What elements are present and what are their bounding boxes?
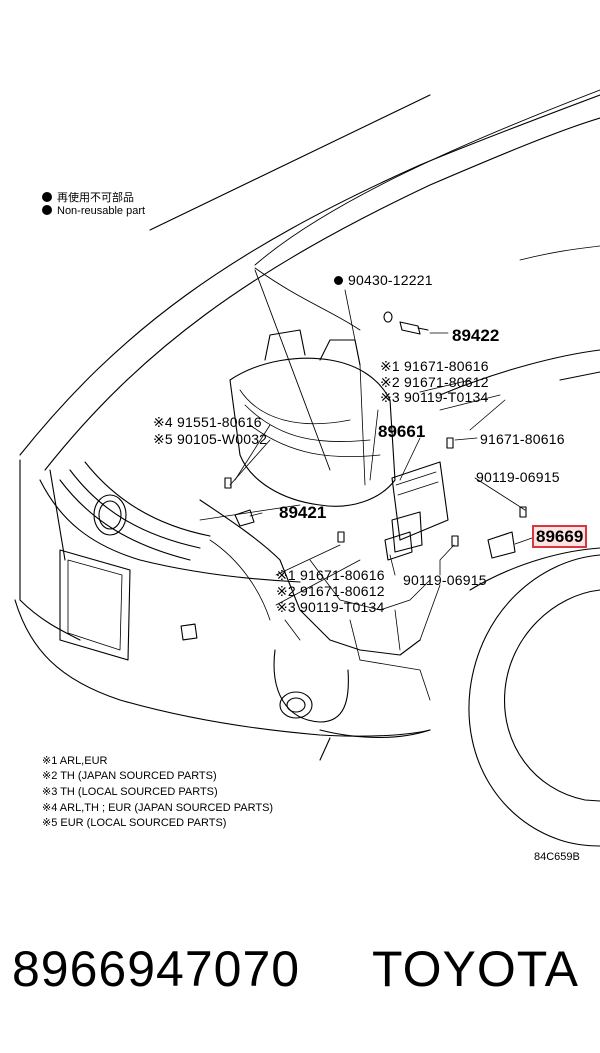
legend-line-2: Non-reusable part — [57, 205, 146, 217]
part-number: 8966947070 — [12, 941, 301, 997]
note-3: ※3 TH (LOCAL SOURCED PARTS) — [42, 786, 218, 798]
part-label-89661[interactable]: 89661 — [378, 422, 426, 441]
legend-non-reusable: Non-reusable part — [42, 205, 145, 217]
part-label-91671-80612-b[interactable]: ※2 91671-80612 — [276, 583, 385, 599]
part-label-90430[interactable]: 90430-12221 — [334, 272, 433, 288]
part-label-90119-06915-bottom[interactable]: 90119-06915 — [403, 572, 487, 588]
part-label-91551-80616[interactable]: ※4 91551-80616 — [153, 414, 262, 430]
part-label-90105-W0032[interactable]: ※5 90105-W0032 — [153, 431, 268, 447]
note-1: ※1 ARL,EUR — [42, 755, 108, 767]
part-label-91671-80616-b[interactable]: ※1 91671-80616 — [276, 567, 385, 583]
note-5: ※5 EUR (LOCAL SOURCED PARTS) — [42, 817, 227, 829]
bullet-icon — [42, 205, 52, 215]
diagram-code: 84C659B — [534, 851, 580, 863]
part-label-90119-06915-right[interactable]: 90119-06915 — [476, 469, 560, 485]
brand-name: TOYOTA — [372, 941, 579, 997]
part-label-90119-T0134-a[interactable]: ※3 90119-T0134 — [380, 389, 489, 405]
part-label-91671-80612-a[interactable]: ※2 91671-80612 — [380, 374, 489, 390]
part-label-89421[interactable]: 89421 — [279, 503, 327, 522]
note-4: ※4 ARL,TH ; EUR (JAPAN SOURCED PARTS) — [42, 802, 274, 814]
part-label-91671-80616-a[interactable]: ※1 91671-80616 — [380, 358, 489, 374]
part-label-89669-highlighted[interactable]: 89669 — [532, 525, 588, 548]
note-2: ※2 TH (JAPAN SOURCED PARTS) — [42, 770, 217, 782]
car-engine-bay-drawing — [14, 89, 600, 847]
legend-reusable: 再使用不可部品 — [42, 189, 134, 205]
part-label-91671-80616-right[interactable]: 91671-80616 — [480, 431, 565, 447]
part-label-89422[interactable]: 89422 — [452, 326, 500, 345]
non-reusable-bullet-icon — [334, 276, 343, 285]
part-label-90119-T0134-b[interactable]: ※3 90119-T0134 — [276, 599, 385, 615]
legend-line-1: 再使用不可部品 — [57, 192, 134, 204]
bullet-icon — [42, 192, 52, 202]
